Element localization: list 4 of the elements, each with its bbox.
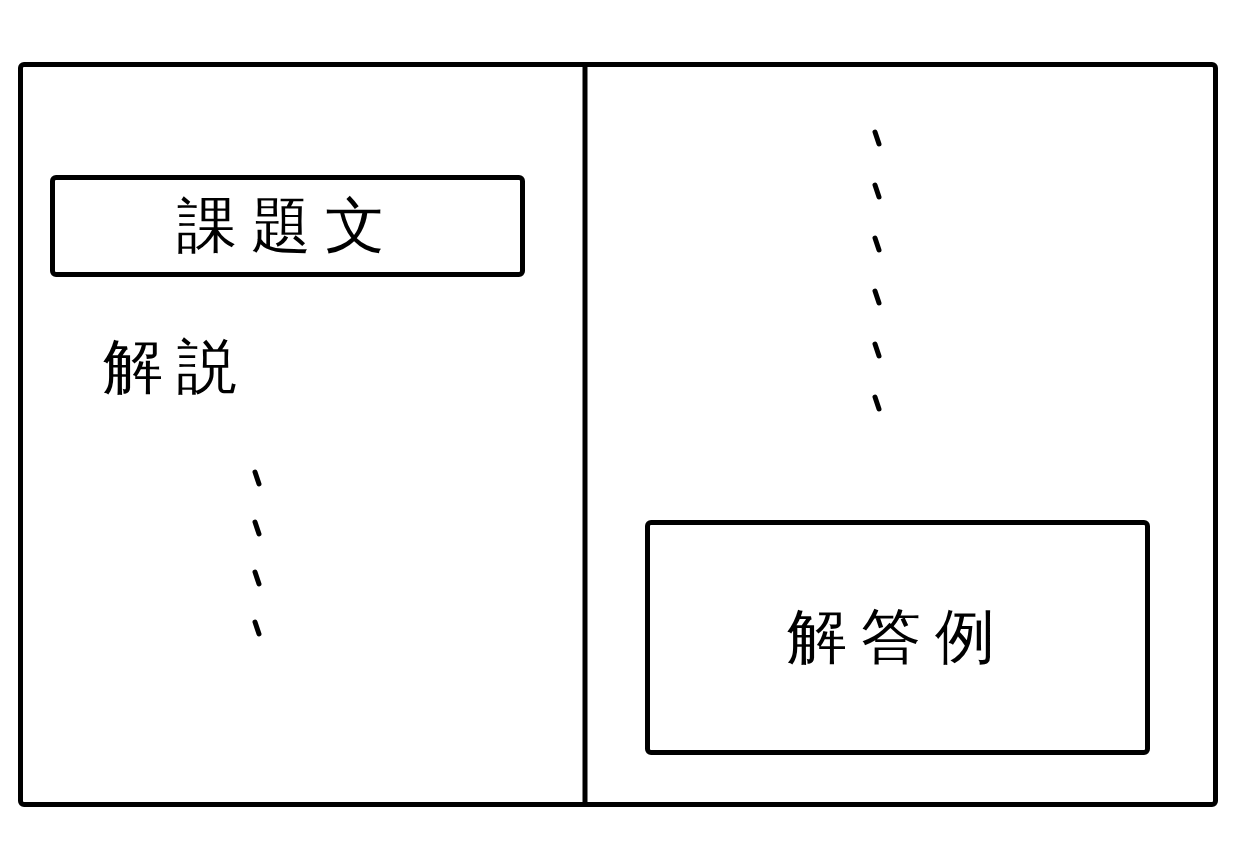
- section-heading: 解説: [103, 330, 251, 403]
- text-box: 解答例: [645, 520, 1150, 755]
- page-frame: [18, 62, 1218, 807]
- text-box: 課題文: [50, 175, 525, 277]
